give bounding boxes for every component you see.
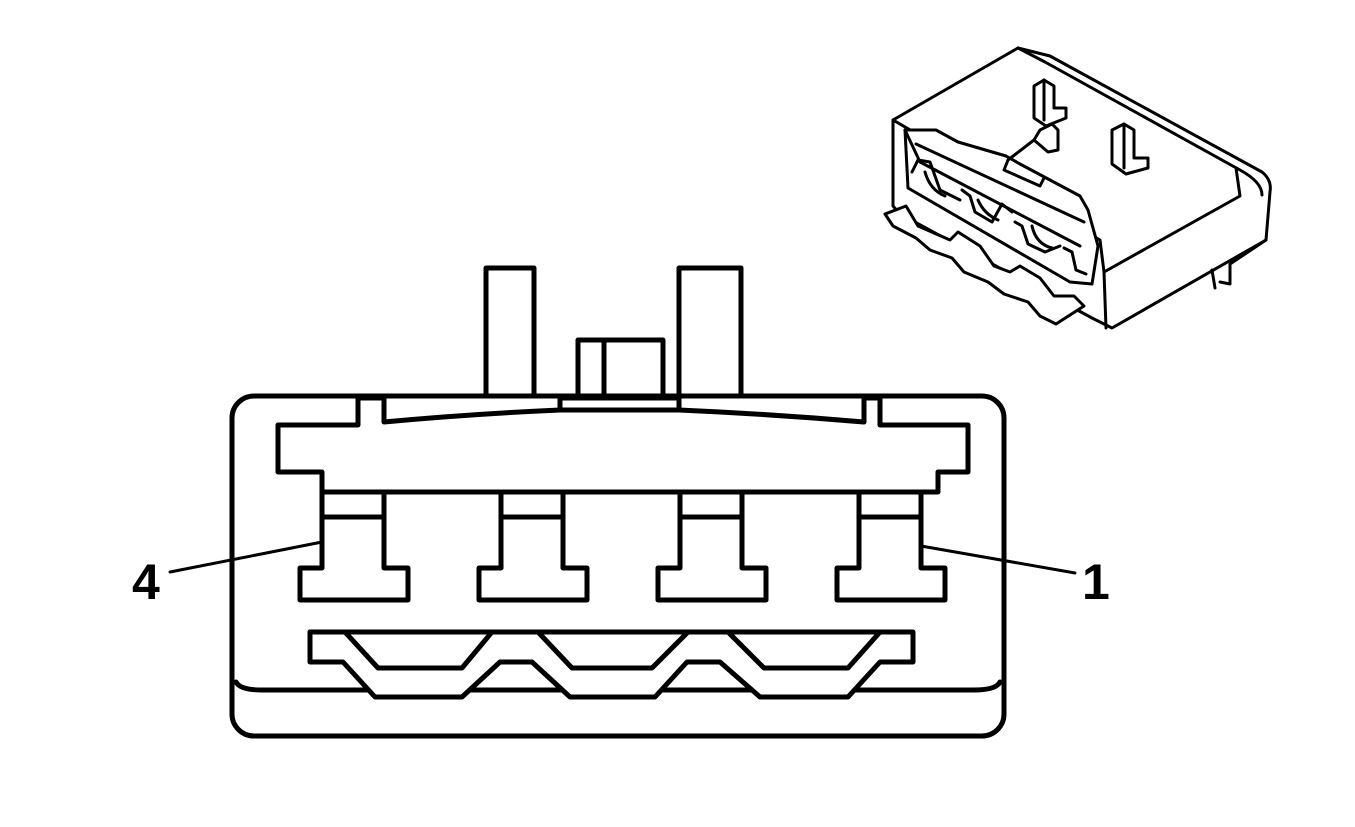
terminal-cavity-4 [297,489,411,603]
terminal-cavity-3 [476,489,590,603]
terminal-cavity-1 [834,489,948,603]
terminal-rail [275,395,971,495]
terminal-cavities [297,489,948,603]
connector-face-view: 4 1 [132,265,1110,739]
connector-isometric-view [883,46,1272,330]
pin-1-leader [919,544,1077,575]
locking-tabs [483,265,744,399]
pin-label-1: 1 [1082,554,1110,610]
pin-label-4: 4 [132,554,160,610]
keying-rib [307,629,916,700]
terminal-cavity-2 [655,489,769,603]
pin-4-leader [168,540,324,574]
